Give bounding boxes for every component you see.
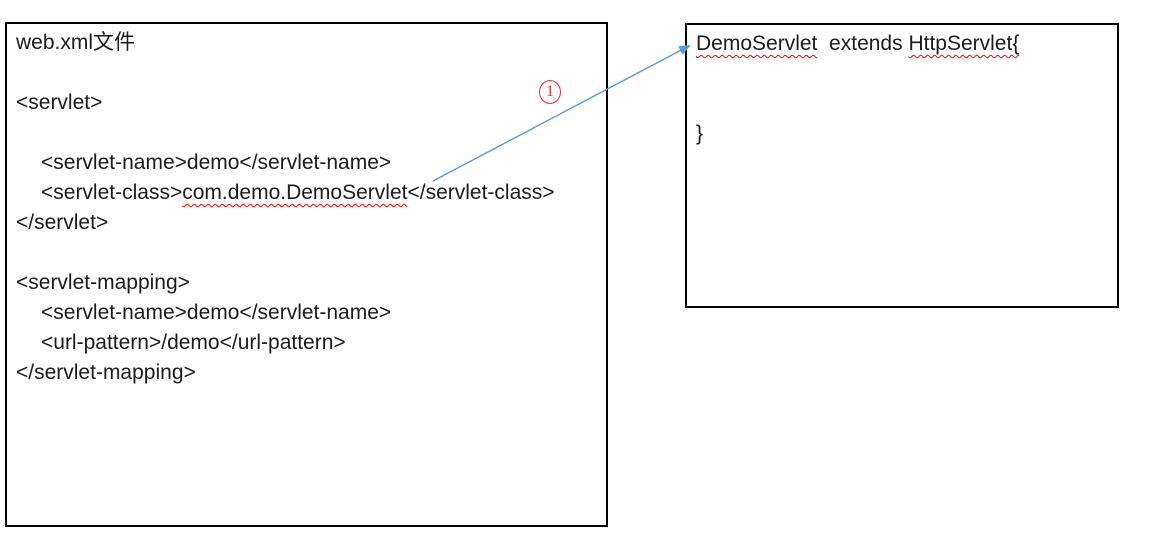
spellcheck-underlined-text: com.demo.DemoServlet	[182, 181, 408, 204]
code-line	[16, 238, 598, 268]
webxml-file-box: web.xml文件 <servlet> <servlet-name>demo</…	[5, 22, 608, 527]
code-text: </servlet-mapping>	[16, 361, 196, 384]
code-line: <servlet-mapping>	[16, 268, 598, 298]
code-text: <servlet-mapping>	[16, 271, 190, 294]
code-line: <servlet-name>demo</servlet-name>	[16, 148, 598, 178]
code-line: <servlet-class>com.demo.DemoServlet</ser…	[16, 178, 598, 208]
code-text: <servlet>	[16, 91, 103, 114]
code-line: web.xml文件	[16, 28, 598, 58]
demoservlet-class-box: DemoServlet extends HttpServlet{ }	[685, 23, 1119, 308]
webxml-code: web.xml文件 <servlet> <servlet-name>demo</…	[7, 24, 606, 388]
code-text: </servlet>	[16, 211, 109, 234]
code-text: <servlet-class>	[41, 181, 183, 204]
code-line: <servlet-name>demo</servlet-name>	[16, 298, 598, 328]
code-text: <url-pattern>/demo</url-pattern>	[41, 331, 346, 354]
spellcheck-underlined-text: DemoServlet	[696, 32, 818, 55]
code-line: <servlet>	[16, 88, 598, 118]
code-text: extends	[817, 32, 909, 55]
annotation-circled-1: 1	[539, 80, 561, 104]
code-text: </servlet-class>	[407, 181, 555, 204]
code-text: <servlet-name>demo</servlet-name>	[41, 301, 392, 324]
code-text: web.xml文件	[16, 31, 136, 54]
annotation-number: 1	[546, 83, 554, 100]
code-text: <servlet-name>demo</servlet-name>	[41, 151, 392, 174]
code-line	[696, 59, 1109, 89]
spellcheck-underlined-text: HttpServlet{	[908, 32, 1020, 55]
code-line: </servlet>	[16, 208, 598, 238]
code-line: DemoServlet extends HttpServlet{	[696, 29, 1109, 59]
code-line	[16, 58, 598, 88]
code-line: }	[696, 119, 1109, 149]
code-line: </servlet-mapping>	[16, 358, 598, 388]
demoservlet-code: DemoServlet extends HttpServlet{ }	[687, 25, 1117, 149]
code-line	[16, 118, 598, 148]
code-text: }	[696, 122, 704, 145]
code-line: <url-pattern>/demo</url-pattern>	[16, 328, 598, 358]
code-line	[696, 89, 1109, 119]
